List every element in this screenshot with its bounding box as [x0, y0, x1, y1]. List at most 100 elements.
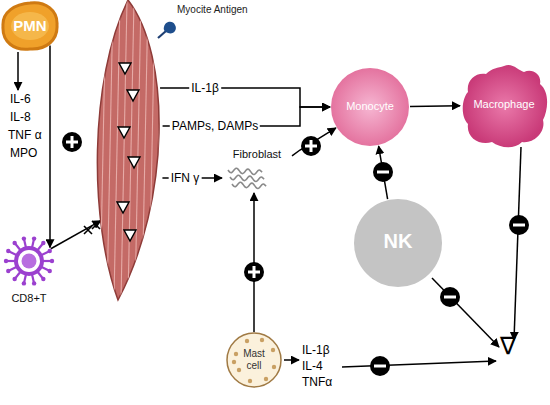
connector-arrow	[51, 221, 101, 249]
cytokine-label: IL-4	[302, 359, 323, 373]
cd8-spike-tip	[4, 259, 8, 263]
myocyte-striation	[93, 0, 162, 300]
cd8-spike	[15, 244, 20, 250]
edge-label: PAMPs, DAMPs	[170, 119, 260, 133]
monocyte-body	[331, 68, 409, 146]
mast-granule	[232, 360, 236, 364]
cd8-spike-tip	[22, 281, 26, 285]
connector-arrow	[49, 45, 51, 247]
mast-granule	[272, 365, 276, 369]
cd8-spike-tip	[48, 269, 52, 273]
illustration	[18, 22, 521, 367]
antigen-triangle	[128, 157, 140, 168]
cd8-spike	[15, 272, 20, 278]
fibroblast-fiber	[230, 175, 264, 181]
fibroblast-fiber	[232, 182, 266, 188]
striation-line	[100, 0, 106, 300]
node-label: Mast cell	[239, 348, 269, 371]
node-label: Macrophage	[460, 98, 548, 111]
cd8-spike-tip	[12, 277, 16, 281]
myocyte-cell: Myocite Antigen	[97, 0, 163, 300]
cd8-spike-tip	[41, 241, 45, 245]
cd8-spike-tip	[6, 249, 10, 253]
antigen-symbol	[158, 22, 176, 38]
node-label: CD8+T	[0, 292, 64, 305]
sign-disc	[373, 162, 393, 182]
pmn-cell: PMN	[0, 0, 60, 52]
connector-arrow	[410, 105, 460, 107]
cd8-spike-tip	[50, 259, 54, 263]
mast-granule	[271, 348, 275, 352]
edge-label: IFN γ	[169, 171, 202, 185]
mast-granule	[237, 368, 241, 372]
mast-granule	[234, 352, 238, 356]
cd8-t-cell: CD8+T	[4, 236, 54, 286]
cd8-spike	[38, 272, 43, 278]
plus-mark	[66, 136, 78, 148]
antigen-stalk	[158, 31, 166, 38]
minus-sign	[373, 162, 393, 182]
cd8-spike-tip	[22, 236, 26, 240]
cd8-nucleus	[22, 254, 37, 269]
cd8-body	[14, 246, 44, 276]
sign-disc	[244, 262, 264, 282]
cytokine-label: IL-6	[10, 92, 31, 106]
node-label: Myocite Antigen	[177, 4, 248, 16]
antigen-triangle	[127, 90, 139, 101]
striation-line	[93, 0, 99, 300]
cd8-spike-tip	[32, 281, 36, 285]
minus-mark	[444, 296, 456, 299]
node-label: NK	[353, 230, 443, 253]
secretion-arrow	[284, 359, 299, 361]
minus-sign	[440, 287, 460, 307]
striation-line	[156, 0, 162, 300]
cd8-spike-tip	[6, 269, 10, 273]
striation-line	[142, 0, 148, 300]
inhibition-arrow	[342, 361, 496, 367]
minus-mark	[377, 171, 389, 174]
connector-arrow	[292, 128, 336, 156]
plus-sign	[301, 136, 321, 156]
minus-mark	[374, 365, 386, 368]
antigen-triangle	[117, 202, 129, 213]
plus-mark	[305, 140, 317, 152]
cd8-t-cell-shape	[4, 236, 54, 286]
cd8-spike	[38, 244, 43, 250]
striation-line	[107, 0, 113, 300]
cytokine-label: TNF α	[8, 128, 42, 142]
fibroblast-fiber	[228, 168, 262, 174]
nk-cell: NK	[353, 198, 443, 288]
striation-line	[114, 0, 120, 300]
cytokine-label: MPO	[10, 146, 37, 160]
node-label: Fibroblast	[222, 148, 292, 161]
mast-cell: Mast cell	[226, 332, 282, 388]
sign-disc	[509, 215, 529, 235]
antigen-head	[164, 22, 176, 34]
macrophage-cell: Macrophage	[460, 62, 548, 148]
inhibition-arrow	[514, 147, 521, 340]
cytokine-label: IL-1β	[302, 343, 330, 357]
secretion-arrow	[17, 52, 19, 90]
sign-disc	[301, 136, 321, 156]
mast-granule	[248, 379, 252, 383]
cd8-spike-tip	[41, 277, 45, 281]
sign-disc	[440, 287, 460, 307]
target-symbol: ∇	[500, 334, 516, 358]
connector-arrow	[160, 88, 330, 107]
cytokine-label: IL-8	[10, 110, 31, 124]
sign-disc	[370, 356, 390, 376]
cd8-ring	[18, 250, 40, 272]
antigen-triangle	[124, 230, 136, 241]
cd8-spike-tip	[48, 249, 52, 253]
minus-sign	[509, 215, 529, 235]
node-label: PMN	[0, 17, 60, 34]
antigen-triangle	[119, 63, 131, 74]
fibroblast-cell: Fibroblast	[222, 148, 292, 193]
mast-granule	[260, 338, 264, 342]
plus-mark	[248, 266, 260, 278]
striation-line	[149, 0, 155, 300]
